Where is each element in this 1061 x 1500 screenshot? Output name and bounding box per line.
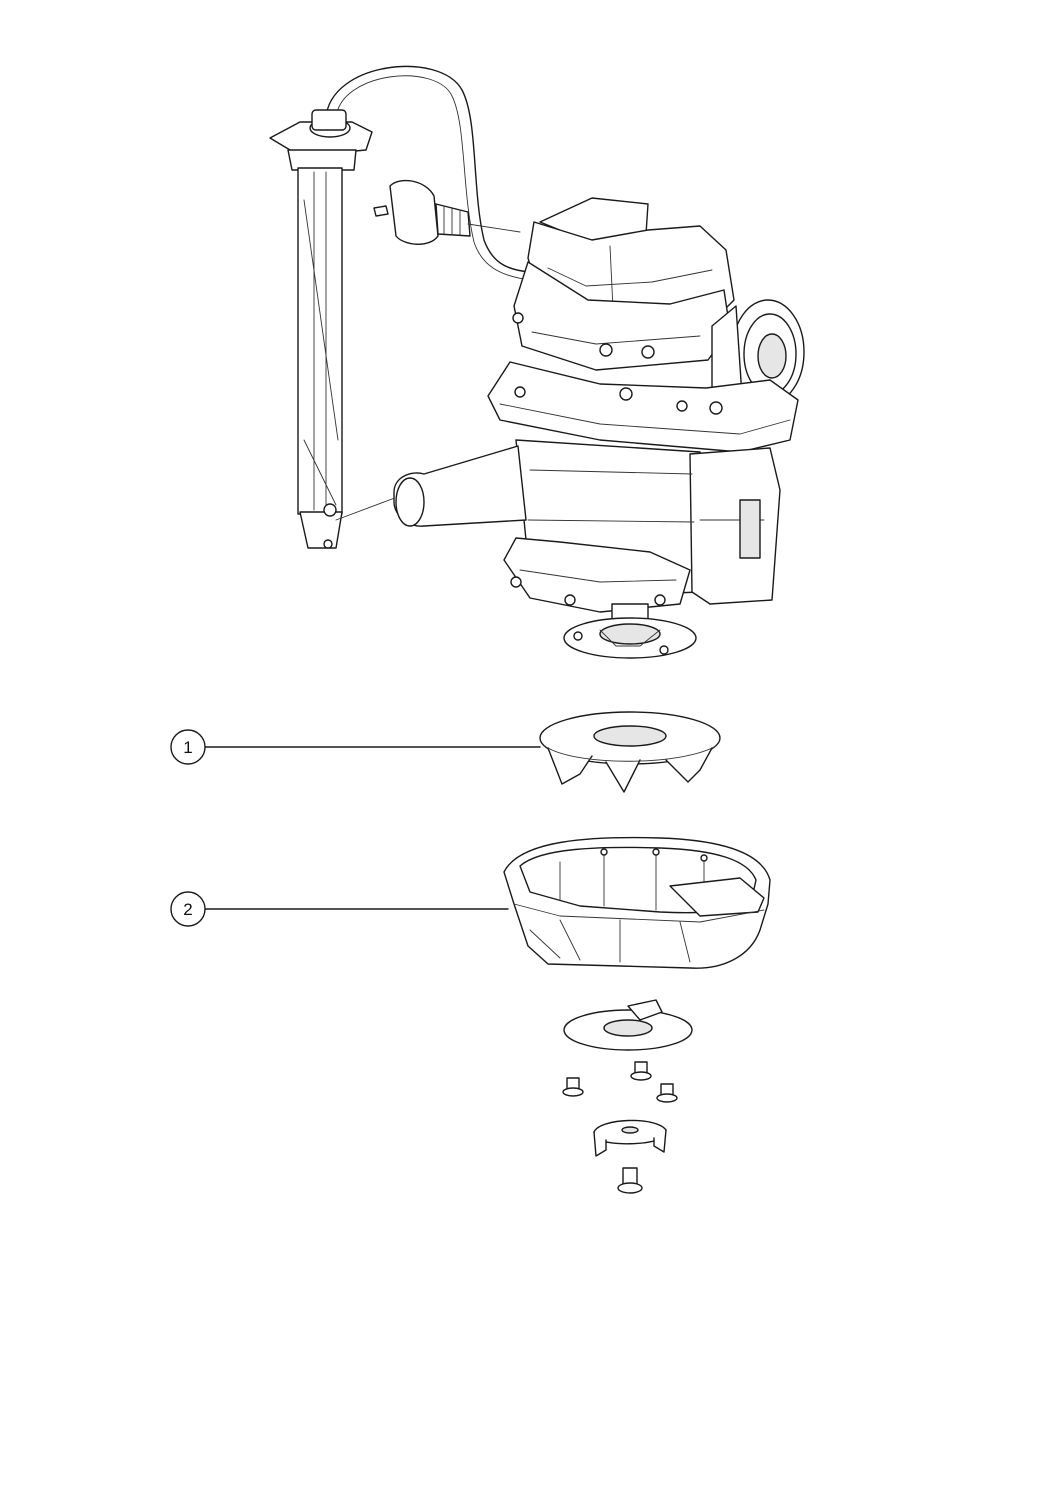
pump-assembly [269,65,805,659]
screw-4 [617,1167,643,1194]
screw-3 [656,1083,678,1103]
motor-housing [512,197,735,371]
base-plate [563,999,693,1051]
screw-1 [562,1077,584,1097]
float-switch-tube [269,109,373,549]
power-cable [325,65,531,273]
power-plug [373,179,521,245]
part-1-suction-plate [539,711,721,793]
part-2-pump-housing [503,836,771,969]
callout-2: 2 [170,891,509,927]
screw-2 [630,1061,652,1081]
housing-flange [487,361,799,453]
float-cylinder [335,445,527,527]
callout-2-label: 2 [183,900,192,919]
callout-1: 1 [170,729,541,765]
impeller-base [503,537,697,659]
clamp-washer [593,1119,667,1157]
callout-1-label: 1 [183,738,192,757]
callout-2-circle [170,891,206,927]
callout-1-circle [170,729,206,765]
